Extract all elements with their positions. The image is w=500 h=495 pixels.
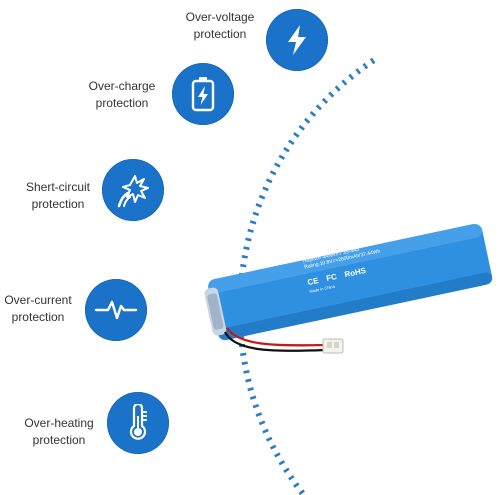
feature-subtitle: protection [31,197,85,211]
fc-mark: FC [325,272,338,284]
arc-dash [278,460,286,466]
arc-dash [247,228,254,233]
arc-dash [288,475,295,481]
arc-dash [255,203,263,208]
arc-dash [315,104,322,111]
pulse-wave-icon [94,300,138,320]
feature-subtitle: protection [11,310,65,324]
arc-dash [265,436,273,442]
arc-dash [245,378,252,383]
arc-dash [293,482,300,488]
feature-subtitle: protection [193,27,247,41]
battery-pack-image: BURGARDEN Replace 4ANRXT 3S-4Ah Rating:1… [195,222,495,362]
over-current-badge [85,279,147,341]
battery-pack-illustration [204,223,493,354]
arc-dash [309,111,317,117]
arc-dash [348,73,355,81]
feature-title: Over-voltage [185,10,255,24]
arc-dash [288,139,295,145]
arc-dash [258,194,266,200]
arc-dash [274,452,281,458]
arc-dash [283,467,290,474]
arc-dash [245,237,252,242]
short-circuit-badge [102,159,164,221]
arc-dash [247,387,254,392]
arc-dash [252,403,260,409]
short-circuit-label: Shert-circuit protection [8,179,108,213]
arc-dash [283,146,290,153]
arc-dash [249,220,257,225]
thermometer-icon [129,404,147,440]
feature-title: Over-heating [24,416,94,430]
arc-dash [328,91,335,98]
arc-dash [255,412,263,417]
arc-dash [298,124,305,131]
feature-title: Over-current [4,293,72,307]
arc-dash [341,79,348,86]
arc-dash [258,420,266,426]
arc-dash [355,68,362,75]
arc-dash [334,85,341,92]
ce-mark: CE [306,275,320,288]
feature-subtitle: protection [95,96,149,110]
arc-dash [321,97,328,104]
arc-dash [298,489,305,495]
arc-dash [369,57,376,65]
arc-dash [293,132,300,138]
feature-subtitle: protection [32,433,86,447]
over-charge-label: Over-charge protection [72,78,172,112]
over-charge-badge [172,63,234,125]
over-voltage-badge [266,9,328,71]
arc-dash [241,255,248,259]
arc-dash [243,369,250,374]
arc-dash [304,117,311,124]
over-heating-badge [107,392,169,454]
feature-title: Over-charge [88,79,156,93]
over-current-label: Over-current protection [0,292,88,326]
arc-dash [262,186,269,192]
arc-dash [269,170,277,176]
arc-dash [240,352,247,357]
arc-dash [274,162,281,168]
over-heating-label: Over-heating protection [9,415,109,449]
feature-title: Shert-circuit [25,180,90,194]
short-circuit-spark-icon [117,175,149,208]
arc-dash [262,428,269,434]
arc-dash [252,211,260,217]
lightning-icon [288,25,306,55]
arc-dash [278,154,286,160]
arc-dash [241,361,248,365]
arc-dash [240,263,247,268]
arc-dash [362,62,369,70]
arc-dash [249,395,257,400]
arc-dash [265,178,273,184]
over-voltage-label: Over-voltage protection [170,9,270,43]
battery-charging-icon [191,77,215,112]
arc-dash [269,444,277,450]
arc-dash [243,246,250,251]
